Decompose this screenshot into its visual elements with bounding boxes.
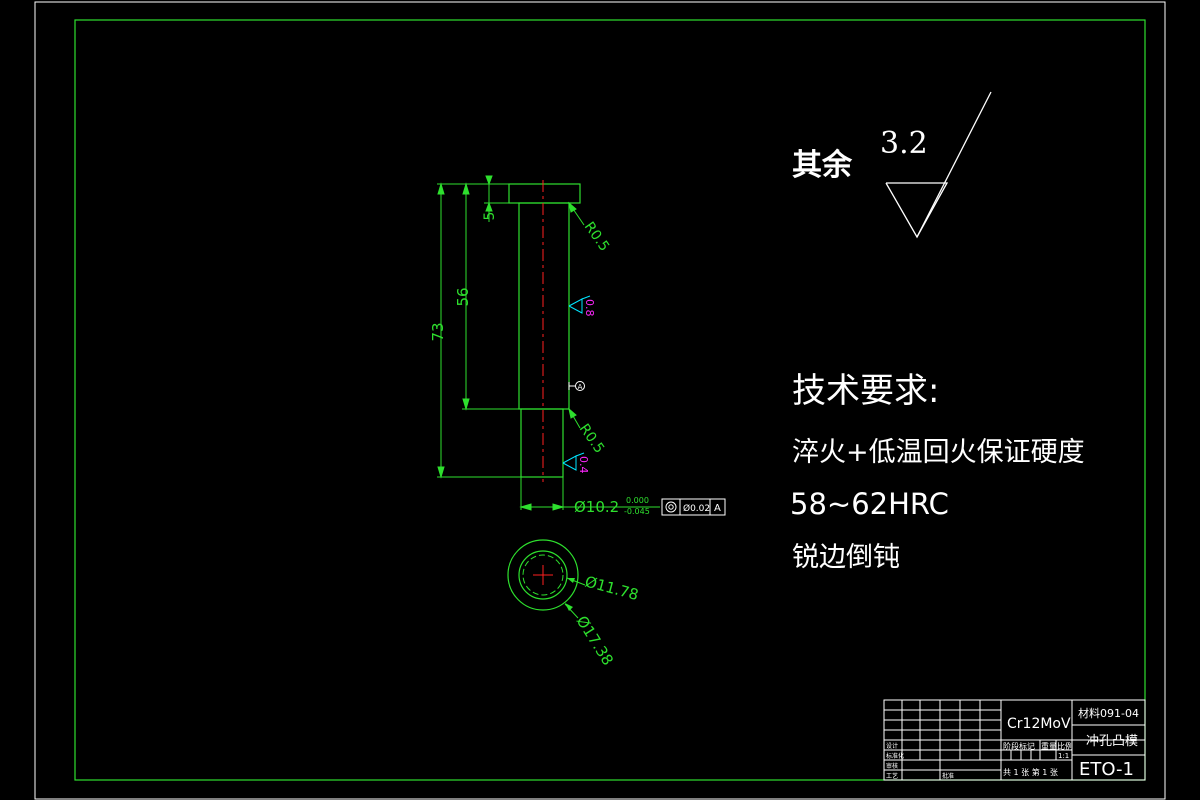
datum-marker [568,381,585,391]
dimension-lines [437,175,660,511]
tech-req-heading: 技术要求: [792,371,939,411]
roughness-symbol-shank [568,295,591,314]
svg-text:批准: 批准 [942,772,954,780]
concentricity-value: Ø0.02 [683,503,710,514]
title-block-scale: 1:1 [1058,752,1069,760]
title-block-drawing-no: ETO-1 [1079,759,1134,780]
concentricity-frame [661,498,726,516]
roughness-symbol-tip [562,452,585,471]
roughness-value-tip: 0.4 [577,456,590,474]
punch-shank [518,202,570,410]
title-block-sheets: 共 1 张 第 1 张 [1003,767,1058,777]
end-view-mid-circle [518,550,568,600]
datum-marker-letter: A [578,383,583,391]
outer-sheet-border [34,1,1166,800]
dim-radius-top: R0.5 [581,219,612,254]
tech-req-line-2: 58~62HRC [790,487,949,521]
svg-text:标准化: 标准化 [886,752,904,760]
dim-head-thickness: 5 [482,212,498,221]
roughness-value-shank: 0.8 [583,299,596,317]
punch-tip [520,408,564,478]
title-block-material: Cr12MoV [1007,716,1071,732]
punch-head [508,183,581,204]
surface-finish-value: 3.2 [880,126,928,161]
title-block-part-code: 材料091-04 [1078,706,1139,720]
dim-diameter-outer: Ø17.38 [573,613,617,669]
surface-finish-symbol [885,91,992,239]
punch-end-view [507,539,586,619]
tech-req-line-3: 锐边倒钝 [792,542,900,573]
svg-text:审核: 审核 [886,762,898,770]
dim-shank-length: 56 [454,287,472,306]
title-block-mark-label: 阶段标记 [1003,741,1035,751]
title-block-weight-label: 重量 [1041,741,1057,751]
dim-radius-bottom: R0.5 [576,421,607,456]
punch-side-view [508,183,581,478]
concentricity-datum: A [714,503,721,514]
title-block-scale-label: 比例 [1057,741,1073,751]
end-view-outer-circle [507,539,579,611]
dim-diameter-tip: Ø10.2 [574,498,619,516]
title-block [883,699,1146,781]
dim-diameter-inner: Ø11.78 [583,572,641,604]
concentricity-icon [665,501,677,513]
tech-req-line-1: 淬火+低温回火保证硬度 [792,437,1085,468]
svg-text:设计: 设计 [886,742,898,750]
end-view-inner-circle [522,554,564,596]
title-block-part-name: 冲孔凸模 [1086,734,1138,749]
svg-text:工艺: 工艺 [886,772,898,780]
dim-tolerance-upper: 0.000 [626,496,649,505]
dim-overall-length: 73 [429,322,447,341]
inner-drawing-frame [74,19,1146,781]
title-block-left-labels: 设计 标准化 审核 工艺 批准 [886,742,954,780]
surface-finish-label: 其余 [792,148,853,183]
dim-tolerance-lower: -0.045 [624,507,650,516]
